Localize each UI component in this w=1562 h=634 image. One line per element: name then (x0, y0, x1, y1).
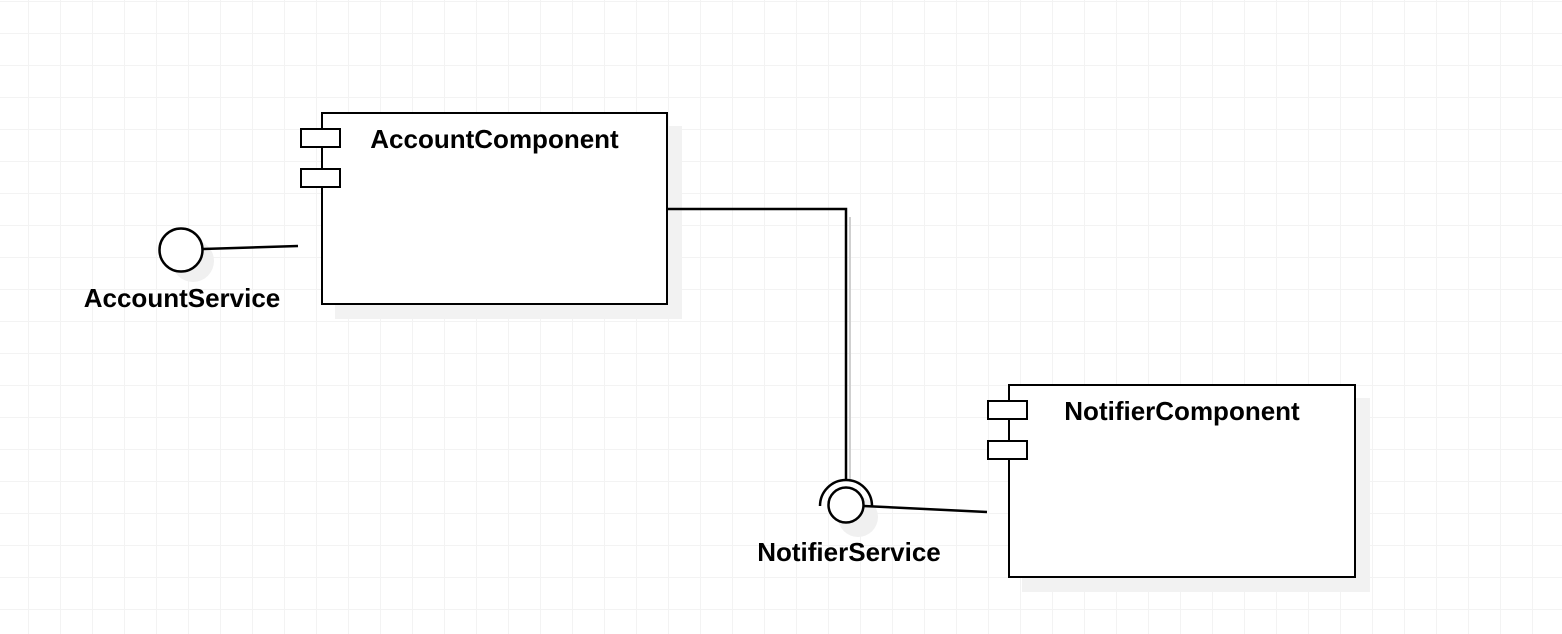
component-port-icon (986, 399, 1028, 420)
interface-label-account-service: AccountService (83, 283, 281, 313)
component-account-title: AccountComponent (370, 124, 619, 154)
lollipop-link-line[interactable] (202, 244, 299, 251)
component-notifier-title: NotifierComponent (1064, 396, 1300, 426)
required-interface-socket-arc[interactable] (818, 478, 874, 507)
component-account[interactable]: AccountComponent (299, 112, 668, 305)
component-port-icon (986, 439, 1028, 460)
component-notifier[interactable]: NotifierComponent (986, 384, 1356, 578)
provided-interface-circle[interactable] (158, 227, 204, 273)
ball-link-line[interactable] (863, 504, 988, 514)
connector-account-to-socket[interactable] (668, 207, 848, 479)
component-port-icon (299, 167, 341, 188)
interface-label-notifier-service: NotifierService (757, 537, 941, 567)
lollipop-shadow (172, 240, 214, 282)
ball-interface-circle[interactable] (827, 486, 865, 524)
component-port-icon (299, 127, 341, 148)
socket-shadow (838, 497, 878, 537)
